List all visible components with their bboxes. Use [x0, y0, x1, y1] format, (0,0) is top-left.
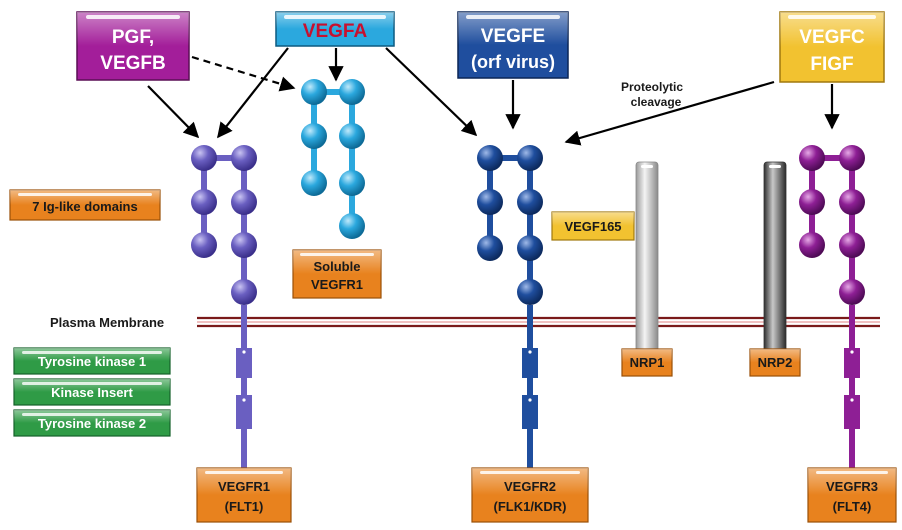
- vegfr3-ig-domain: [839, 232, 865, 258]
- vegfr1-ig-domain: [231, 232, 257, 258]
- vegfr2-ig-domain: [517, 235, 543, 261]
- vegfr1-tyrosine-kinase-1: [236, 348, 252, 378]
- vegf165-label: VEGF165: [564, 219, 621, 234]
- flt1-label: (FLT1): [225, 499, 264, 514]
- arrow-pgf-to-soluble: [191, 55, 296, 92]
- nrp2-label-box: NRP2: [749, 348, 801, 377]
- vegfr1-label-box: VEGFR1 (FLT1): [196, 467, 292, 523]
- binding-arrows: [147, 47, 840, 146]
- nrp2-label: NRP2: [758, 355, 793, 370]
- flk1-kdr-label: (FLK1/KDR): [494, 499, 567, 514]
- pgf-label: PGF,: [112, 27, 154, 48]
- soluble-ig-domain: [301, 170, 327, 196]
- vegfr1-ig-domain: [231, 279, 257, 305]
- vegfr1-receptor: [191, 145, 257, 470]
- soluble-vegfr1-label-box: Soluble VEGFR1: [292, 249, 382, 299]
- vegfr1-ig-domain: [231, 189, 257, 215]
- vegfr3-receptor: [799, 145, 865, 470]
- kinase-insert-label: Kinase Insert: [51, 385, 133, 400]
- vegfr1-ig-domain: [191, 189, 217, 215]
- vegfr1-tyrosine-kinase-2: [236, 395, 252, 429]
- soluble-label: Soluble: [314, 259, 361, 274]
- vegfr2-label-box: VEGFR2 (FLK1/KDR): [471, 467, 589, 523]
- arrow-pgf-to-vegfr1: [147, 85, 200, 139]
- ligand-vegfe: VEGFE (orf virus): [457, 11, 569, 79]
- soluble-ig-domain: [301, 123, 327, 149]
- nrp1-label: NRP1: [630, 355, 665, 370]
- vegfe-label: VEGFE: [481, 26, 545, 47]
- vegfr1-ig-domain: [191, 145, 217, 171]
- vegfr3-tyrosine-kinase-1: [844, 348, 860, 378]
- vegfr2-ig-domain: [477, 235, 503, 261]
- flt4-label: (FLT4): [833, 499, 872, 514]
- vegfr3-label: VEGFR3: [826, 479, 878, 494]
- arrow-vegfa-to-vegfr1: [217, 47, 289, 139]
- vegfr1-label: VEGFR1: [218, 479, 270, 494]
- vegfr2-label: VEGFR2: [504, 479, 556, 494]
- tyrosine-kinase-2-label: Tyrosine kinase 2: [38, 416, 146, 431]
- vegfr2-tyrosine-kinase-2: [522, 395, 538, 429]
- nrp2-coreceptor: [763, 161, 787, 353]
- vegfa-label: VEGFA: [303, 21, 368, 42]
- vegfr2-tyrosine-kinase-1: [522, 348, 538, 378]
- vegfr1-ig-domain: [231, 145, 257, 171]
- ligand-vegfa: VEGFA: [275, 11, 395, 47]
- vegfr3-ig-domain: [799, 232, 825, 258]
- vegfr3-ig-domain: [839, 145, 865, 171]
- ligand-pgf-vegfb: PGF, VEGFB: [76, 11, 190, 81]
- orf-virus-label: (orf virus): [471, 52, 555, 72]
- vegfr2-ig-domain: [517, 189, 543, 215]
- soluble-ig-domain: [339, 123, 365, 149]
- vegfr2-ig-domain: [517, 279, 543, 305]
- vegf165-label-box: VEGF165: [551, 211, 635, 241]
- kinase-legend: Tyrosine kinase 1 Kinase Insert Tyrosine…: [13, 347, 171, 437]
- vegfr3-ig-domain: [839, 189, 865, 215]
- vegfr2-ig-domain: [477, 145, 503, 171]
- soluble-vegfr1-label: VEGFR1: [311, 277, 363, 292]
- plasma-membrane-label: Plasma Membrane: [50, 315, 164, 330]
- proteolytic-label: Proteolytic: [621, 80, 683, 94]
- soluble-ig-domain: [339, 213, 365, 239]
- soluble-vegfr1: [301, 79, 365, 239]
- soluble-ig-domain: [301, 79, 327, 105]
- vegfr2-ig-domain: [517, 145, 543, 171]
- vegfr3-ig-domain: [839, 279, 865, 305]
- vegfr3-ig-domain: [799, 145, 825, 171]
- vegfr3-label-box: VEGFR3 (FLT4): [807, 467, 897, 523]
- ig-domains-legend: 7 Ig-like domains: [9, 189, 161, 221]
- figf-label: FIGF: [810, 54, 853, 75]
- arrow-cleavage-to-vegfr2: [564, 80, 775, 146]
- nrp1-coreceptor: [635, 161, 659, 353]
- vegfr3-ig-domain: [799, 189, 825, 215]
- ig-domains-label: 7 Ig-like domains: [32, 199, 137, 214]
- arrow-vegfa-to-vegfr2: [385, 47, 478, 137]
- cleavage-label: cleavage: [631, 95, 682, 109]
- ligand-vegfc-figf: VEGFC FIGF: [779, 11, 885, 83]
- vegfr1-ig-domain: [191, 232, 217, 258]
- soluble-ig-domain: [339, 170, 365, 196]
- soluble-ig-domain: [339, 79, 365, 105]
- vegfr2-ig-domain: [477, 189, 503, 215]
- nrp1-label-box: NRP1: [621, 348, 673, 377]
- vegfr3-tyrosine-kinase-2: [844, 395, 860, 429]
- tyrosine-kinase-1-label: Tyrosine kinase 1: [38, 354, 146, 369]
- vegfb-label: VEGFB: [100, 53, 165, 74]
- vegfc-label: VEGFC: [799, 27, 865, 48]
- vegfr2-receptor: [477, 145, 543, 470]
